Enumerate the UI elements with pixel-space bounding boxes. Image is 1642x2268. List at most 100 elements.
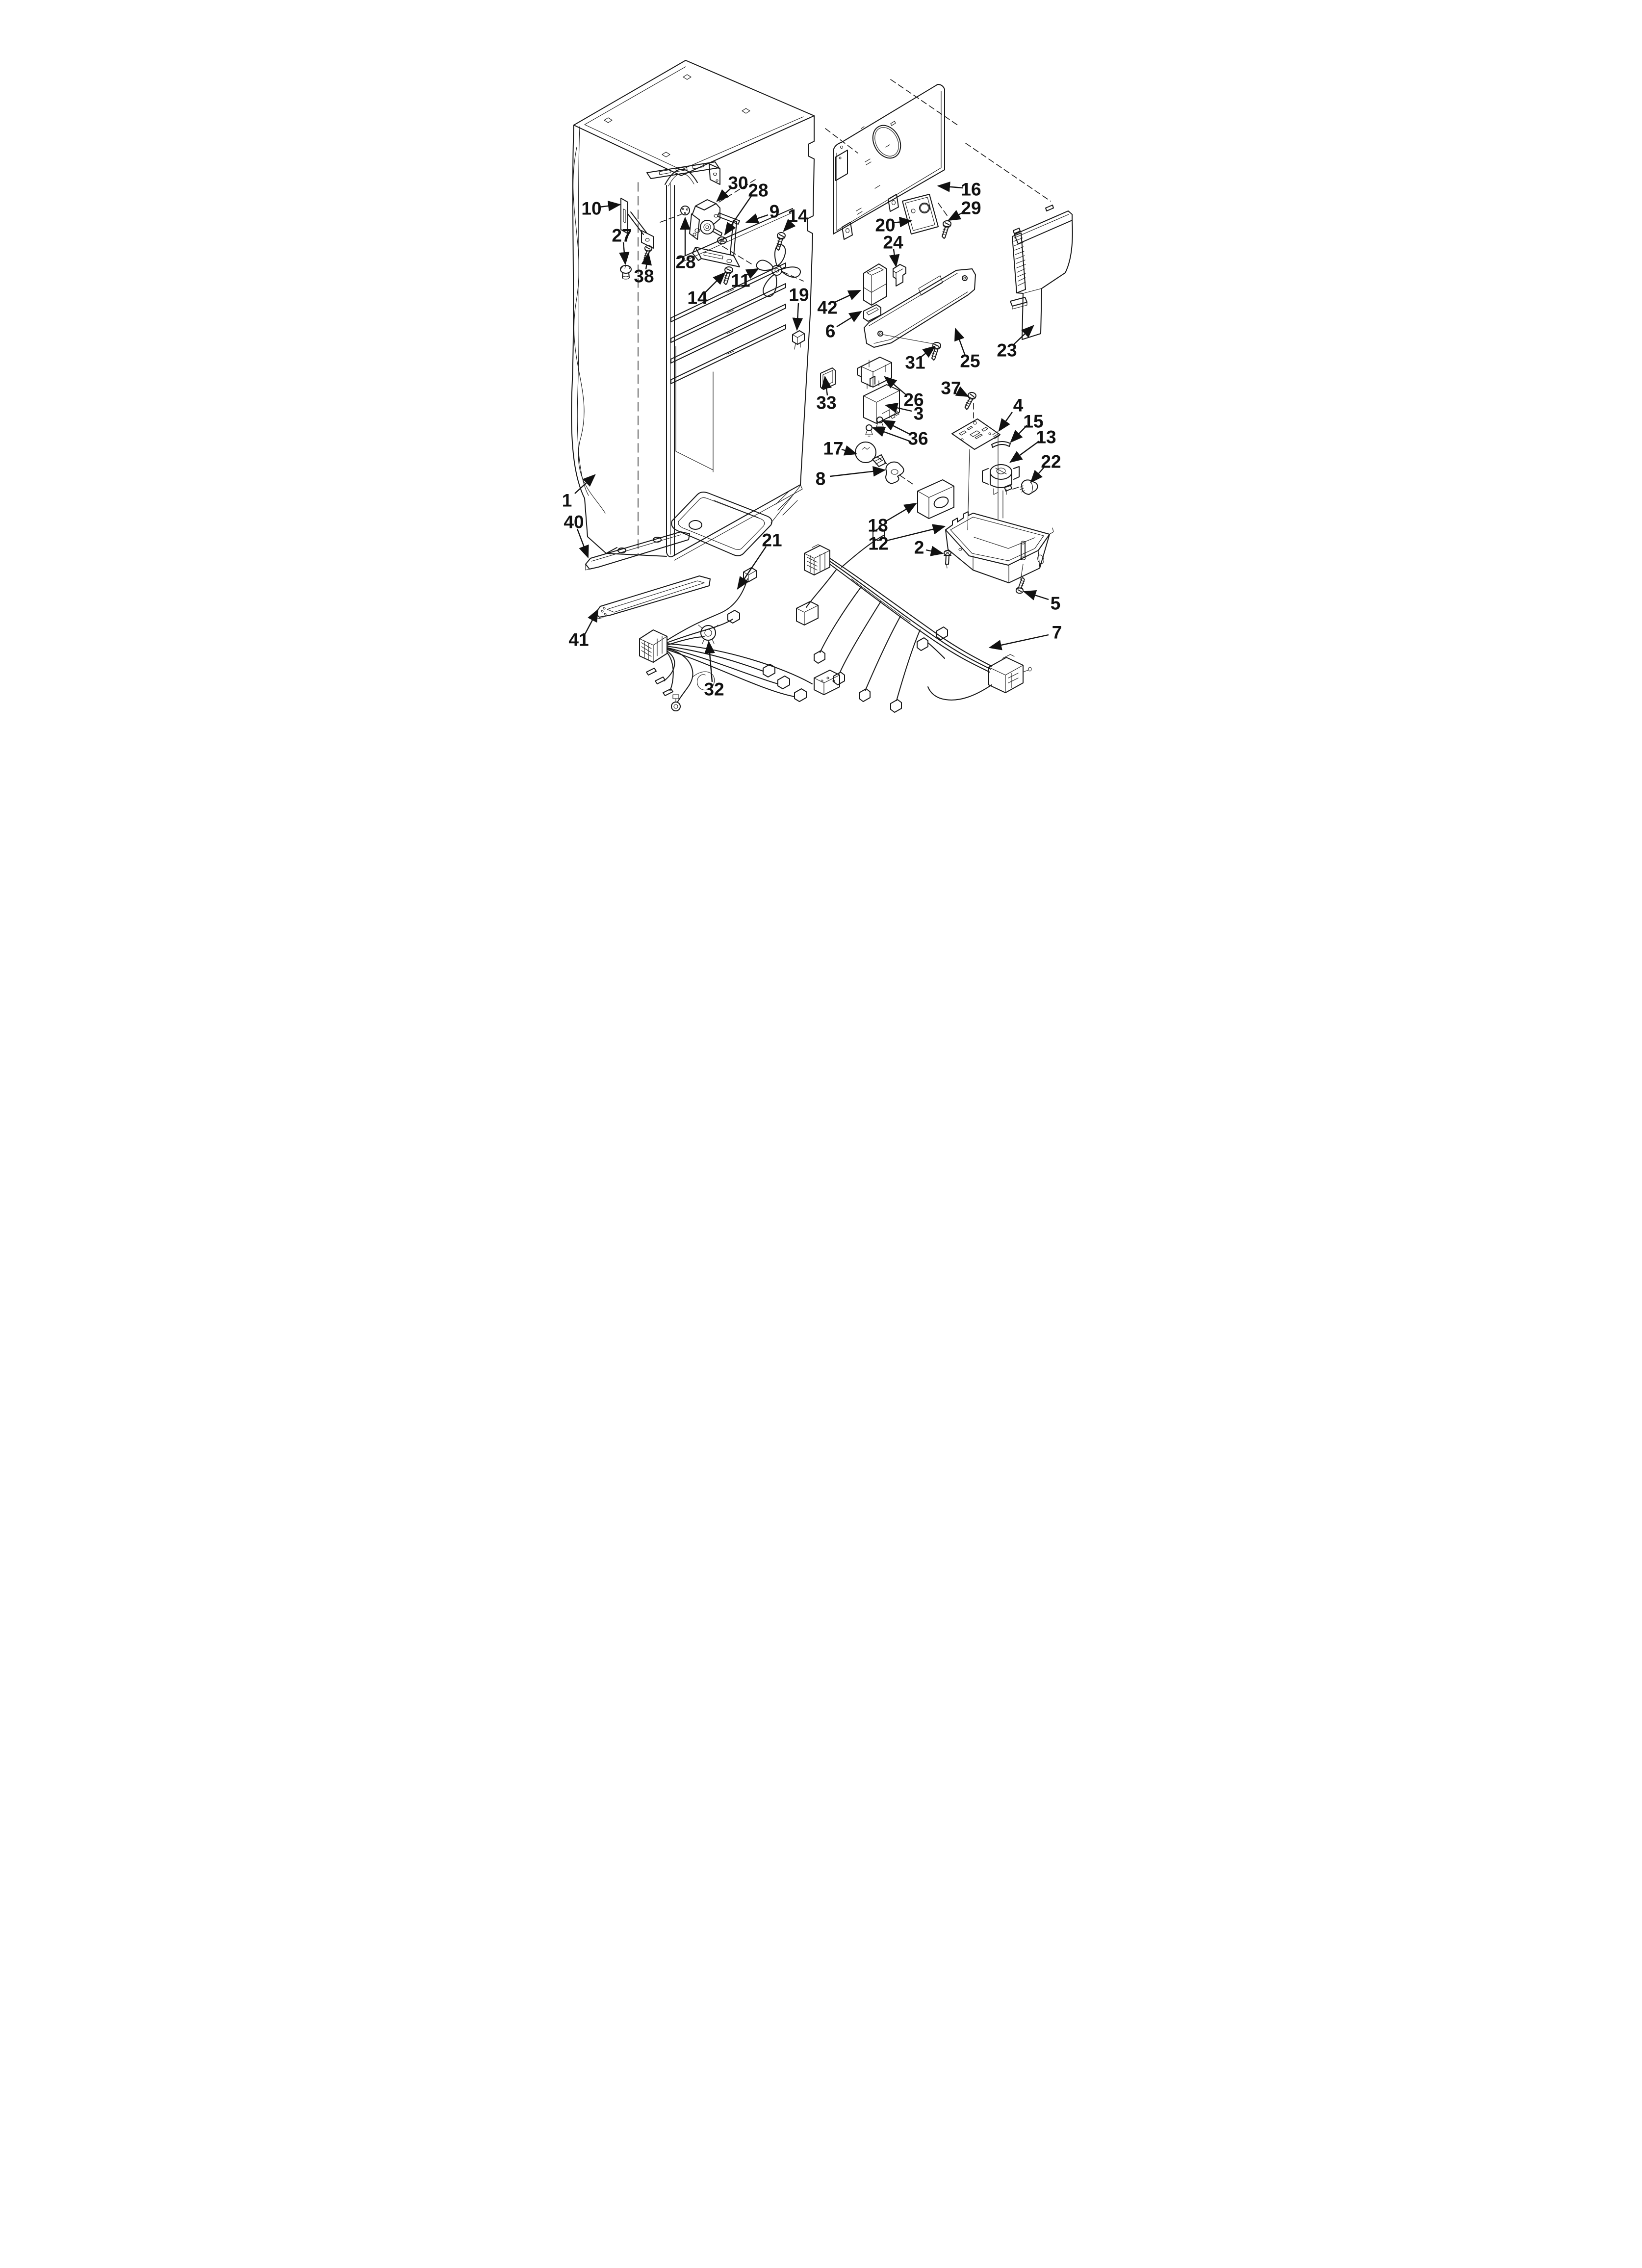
callout-14: 14 [788,206,808,226]
control-cover-25 [864,268,976,348]
callout-9: 9 [770,202,780,222]
callout-31: 31 [905,353,925,373]
callout-arrow-11 [744,268,760,279]
callout-41: 41 [568,630,589,650]
shelf-rails [670,262,786,384]
callout-arrow-41 [584,608,599,634]
callout-5: 5 [1051,594,1061,614]
callout-42: 42 [817,298,837,318]
wire-harness-7 [796,527,1032,713]
callout-arrow-36-2 [872,427,911,443]
crisper-pan [671,492,772,556]
callout-arrow-24 [889,249,900,268]
callout-arrow-14 [783,219,796,232]
clip-24 [893,264,906,287]
callout-arrow-40 [576,528,589,559]
callout-arrow-15 [1010,425,1027,443]
callout-3: 3 [914,404,924,424]
callout-arrow-19 [792,303,803,331]
callout-arrow-4 [998,412,1013,432]
callout-16: 16 [961,180,981,200]
callout-13: 13 [1036,427,1056,447]
callout-arrow-2 [925,546,944,556]
callout-27: 27 [612,226,632,246]
callout-40: 40 [564,512,584,532]
defrost-timer-13 [982,464,1020,519]
callout-20: 20 [875,215,895,235]
lamp-socket-8 [885,461,904,484]
callout-7: 7 [1052,623,1062,643]
callout-arrow-21 [737,546,767,590]
callout-8: 8 [816,469,826,489]
fan-blade-11 [756,244,801,297]
callout-33: 33 [816,393,836,413]
lamp-socket-32 [698,625,718,644]
callout-arrow-10 [599,201,621,211]
callout-arrow-20 [893,216,913,228]
callout-37: 37 [941,378,961,398]
callout-arrow-38 [641,252,652,270]
timer-knob-22 [1020,479,1038,495]
gasket-33 [820,367,836,390]
push-fastener-2 [944,550,951,569]
callout-arrow-23 [1012,325,1034,346]
callout-arrow-22 [1030,466,1046,483]
clip-19 [792,330,805,350]
thermostat-housing-3 [863,376,900,424]
callout-14-2: 14 [687,288,708,308]
assembly-guide-lines [660,79,1051,490]
callout-arrow-37 [955,386,970,397]
callout-30: 30 [728,173,748,193]
callout-11: 11 [731,271,750,291]
callout-29: 29 [961,198,981,218]
callout-24: 24 [883,233,903,253]
callout-21: 21 [762,530,782,550]
cabinet-liner-outline [571,60,815,561]
callout-arrow-42 [833,289,862,304]
screw-31 [931,342,941,361]
callout-arrow-30 [716,186,733,202]
screw-37 [964,391,977,411]
light-bulb-17 [855,442,886,467]
callout-19: 19 [789,285,809,305]
grommet-clip-28 [680,206,690,215]
drain-pan-12 [945,511,1054,583]
gasket-6 [863,304,881,322]
callout-4: 4 [1013,395,1024,416]
callout-arrow-26 [884,376,907,396]
grommet-27 [620,265,632,280]
mounting-rail [646,161,720,185]
back-panel-16 [833,84,945,240]
access-plate-20 [902,194,939,235]
screw-29 [942,220,951,239]
callout-arrow-13 [1009,441,1040,463]
callout-28-2: 28 [675,252,695,272]
diagram-canvas: 1234567891011121314141516171819202122232… [562,60,1073,713]
callout-1: 1 [562,491,572,511]
trim-40 [585,531,690,571]
callout-25: 25 [960,351,980,371]
control-board-4 [951,418,1001,530]
callout-arrow-18 [886,502,918,522]
callout-10: 10 [581,199,601,219]
callout-28: 28 [748,181,768,201]
callout-17: 17 [823,439,843,459]
callout-arrow-14-2 [704,272,726,294]
callout-arrow-31 [920,345,936,358]
callout-arrow-12 [886,524,946,542]
callout-2: 2 [914,538,924,558]
screw-5 [1015,576,1025,594]
callout-arrow-29 [947,210,965,221]
callout-arrow-9 [745,213,769,224]
callout-arrow-1 [574,474,596,494]
callout-18: 18 [868,516,888,536]
callout-26: 26 [903,390,924,410]
callout-arrow-6 [836,311,863,328]
wire-harness-21 [639,567,840,711]
callout-arrow-36-1 [881,419,911,436]
evaporator-fan-motor-30 [689,199,722,240]
callout-arrow-7 [988,634,1049,651]
callout-38: 38 [634,266,654,287]
callout-32: 32 [704,679,724,700]
trim-41 [595,575,711,620]
